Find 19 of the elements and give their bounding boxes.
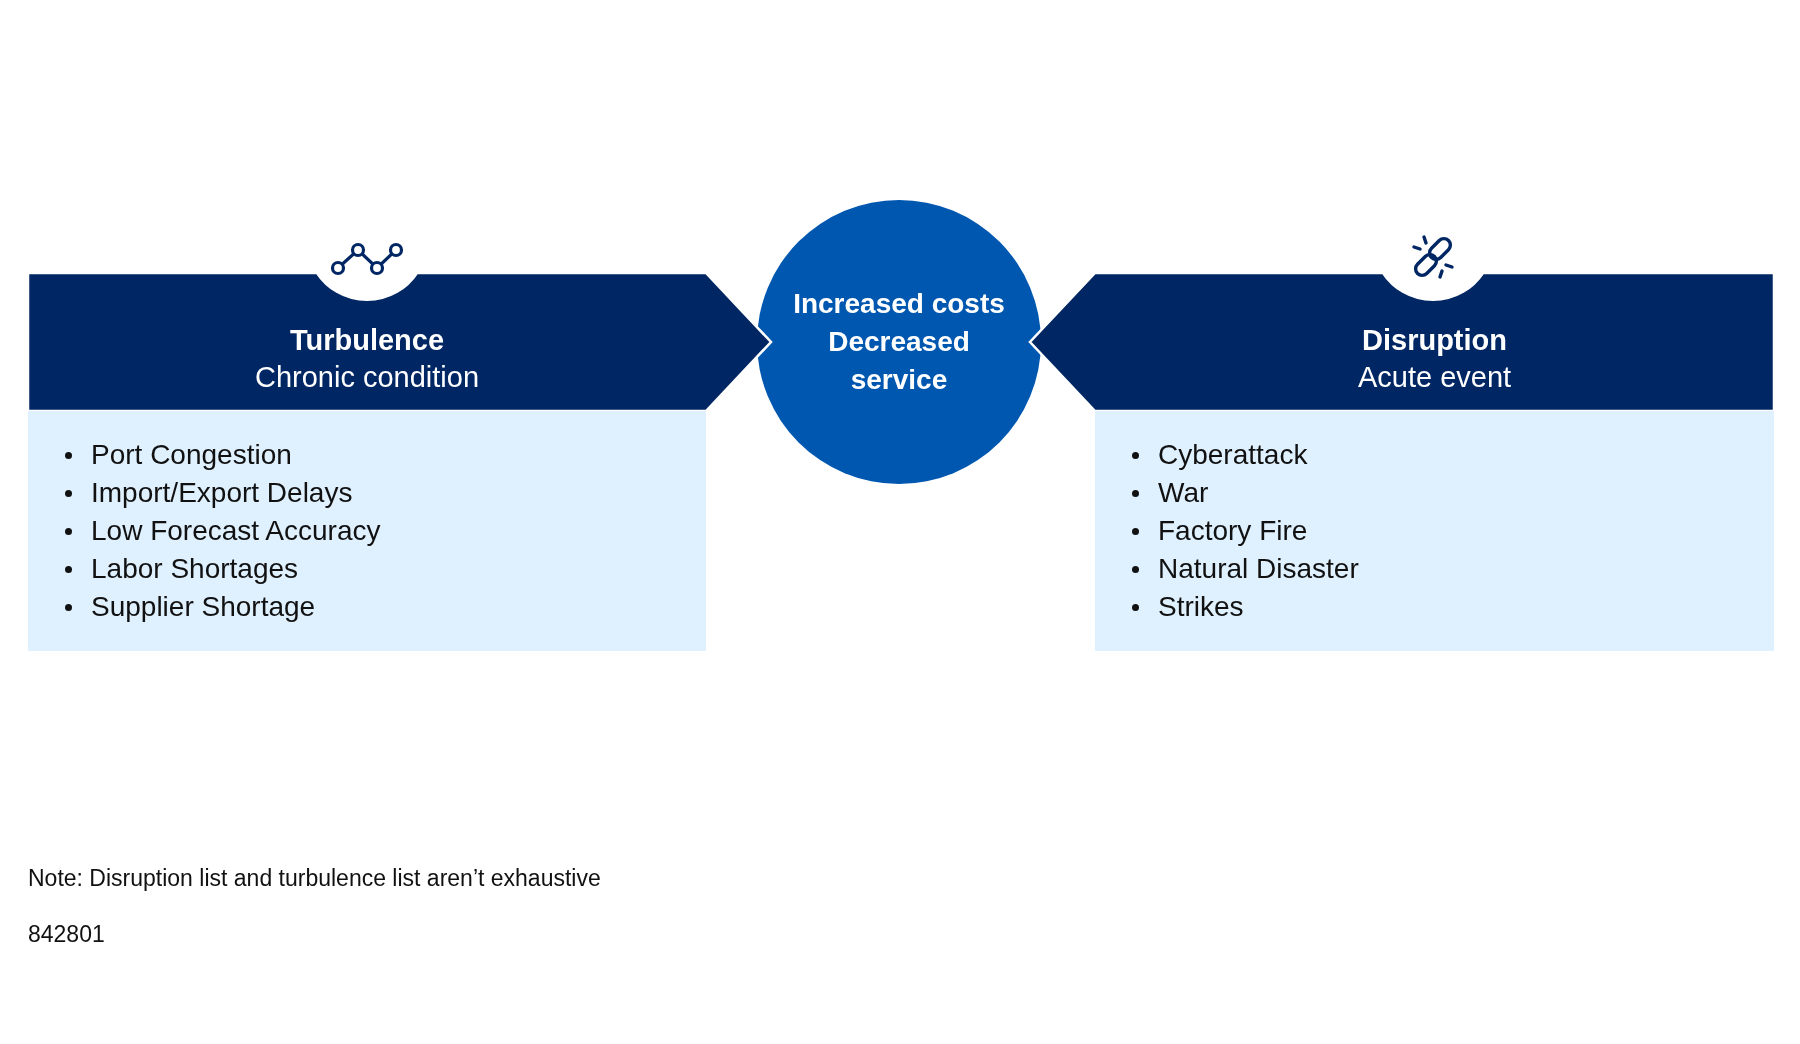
figure-id-text: 842801 (28, 920, 105, 948)
list-item: Port Congestion (91, 438, 292, 472)
outcome-text: Increased costs Decreased service (792, 287, 1006, 397)
list-item: Factory Fire (1158, 514, 1308, 548)
banner-subtitle: Acute event (1357, 360, 1512, 395)
list-item: Natural Disaster (1158, 552, 1359, 586)
banner-title: Disruption (1362, 323, 1507, 358)
list-item: Supplier Shortage (91, 590, 316, 624)
list-item: Labor Shortages (91, 552, 299, 586)
list-panel (28, 411, 706, 651)
list-item: Import/Export Delays (91, 476, 353, 510)
list-panel (1095, 411, 1774, 651)
list-item: Low Forecast Accuracy (91, 514, 381, 548)
banner-subtitle: Chronic condition (254, 360, 480, 395)
banner-title: Turbulence (289, 323, 445, 358)
list-item: War (1158, 476, 1209, 510)
list-item: Cyberattack (1158, 438, 1308, 472)
footnote-text: Note: Disruption list and turbulence list aren’t exhaustive (28, 864, 601, 892)
list-item: Strikes (1158, 590, 1244, 624)
